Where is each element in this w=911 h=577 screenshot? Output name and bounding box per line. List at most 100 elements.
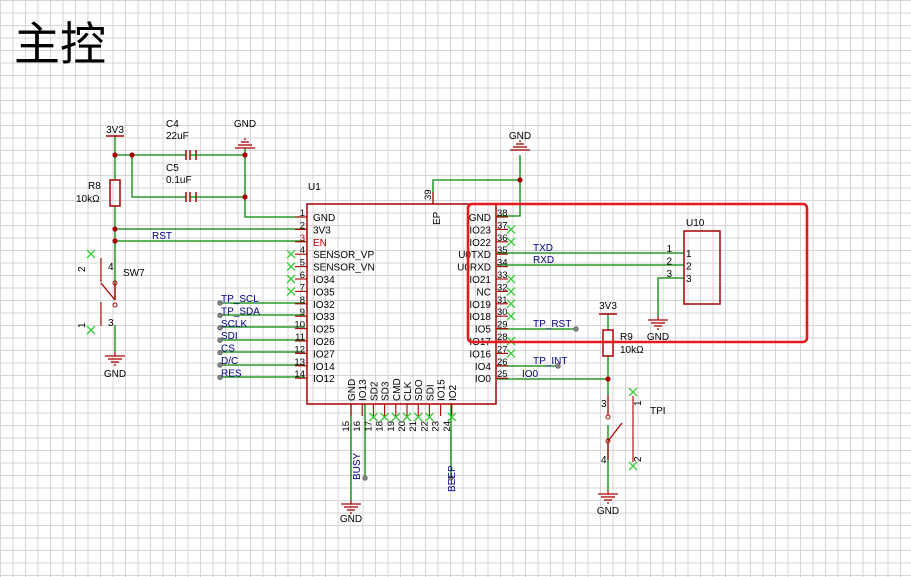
u1-pin-number: 11 [295, 332, 305, 343]
no-connect-mark [447, 412, 457, 422]
u1-pin-name: IO0 [475, 374, 492, 385]
u1-pin-name: IO33 [313, 312, 335, 323]
u1-pin-number: 28 [497, 332, 508, 343]
c4-ref: C4 [166, 119, 179, 130]
net-end-dot [217, 325, 223, 331]
u1-pin-name: 3V3 [313, 225, 331, 236]
u1-pin-number: 36 [497, 233, 508, 244]
u1-pin-number: 6 [300, 270, 305, 281]
u1-pin-number: 10 [294, 320, 305, 331]
u1-pin-number: 35 [497, 245, 508, 256]
tpi-pin-2: 2 [633, 456, 644, 462]
u1-pin-name: U0RXD [457, 263, 491, 274]
net-end-dot [217, 374, 223, 381]
u1-pin-number: 34 [497, 258, 508, 269]
u1-pin-name-ep: EP [432, 211, 443, 225]
net-label-cs: CS [221, 344, 235, 355]
highlight-box [466, 202, 809, 344]
u1-pin-number: 27 [497, 344, 508, 355]
u1-pin-name: U0TXD [458, 250, 491, 261]
junction-dot [112, 238, 118, 244]
net-label-busy: BUSY [352, 452, 363, 480]
net-end-dot [217, 337, 223, 343]
u1-pin-number: 38 [497, 208, 508, 219]
no-connect-mark [506, 237, 516, 247]
r9-ref: R9 [620, 332, 633, 343]
gnd-label-top: GND [509, 131, 531, 142]
u1-pin-number: 37 [497, 220, 508, 231]
no-connect-mark [413, 412, 423, 422]
u1-pin-name: SD2 [369, 381, 380, 401]
sw7-pin-2: 2 [77, 266, 88, 272]
u1-pin-number: 30 [497, 307, 508, 318]
net-label-tp-int: TP_INT [533, 356, 567, 367]
u1-pin-number: 24 [442, 421, 453, 432]
sw7-pin-4: 4 [108, 262, 114, 273]
u1-pin-number: 17 [363, 421, 374, 432]
u1-pin-name: NC [477, 287, 491, 298]
u1-pin-number: 2 [300, 220, 305, 231]
gnd-label-caps: GND [234, 119, 256, 130]
u1-ref: U1 [308, 182, 321, 193]
u1-pin-name: IO15 [437, 379, 448, 401]
net-end-dot [448, 475, 454, 481]
tpi-pin-1: 1 [633, 400, 644, 406]
u1-pin-name: IO2 [448, 384, 459, 401]
u1-pin-name: IO27 [313, 349, 335, 360]
u10-ref: U10 [686, 218, 705, 229]
page-title: 主控 [14, 17, 106, 71]
no-connect-mark [286, 274, 296, 284]
net-label-sdi: SDI [221, 331, 238, 342]
u1-pin-name: IO25 [313, 325, 335, 336]
u1-pin-number: 3 [300, 233, 305, 244]
u1-pin-number: 12 [294, 344, 305, 355]
net-label-txd: TXD [533, 243, 553, 254]
sw7-pin-1: 1 [77, 322, 88, 328]
u1-pin-name: SENSOR_VN [313, 263, 375, 274]
net-end-dot [217, 362, 223, 368]
c5-ref: C5 [166, 163, 179, 174]
u1-pin-number: 8 [300, 295, 305, 306]
net-label-res: RES [221, 368, 242, 379]
u1-pin-number: 20 [397, 421, 408, 432]
no-connect-mark [628, 461, 638, 471]
u1-pin-name: EN [313, 238, 327, 249]
u1-pin-name: CLK [403, 381, 414, 401]
tpi-ref: TPI [650, 406, 666, 417]
net-label-sclk: SCLK [221, 319, 247, 330]
r8-ref: R8 [88, 181, 101, 192]
net-label-rst: RST [152, 231, 172, 242]
sw7-pin-3: 3 [108, 318, 114, 329]
junction-dot [129, 152, 135, 158]
u1-pin-number: 18 [375, 421, 386, 432]
u1-pin-name: IO34 [313, 275, 335, 286]
r8-value: 10kΩ [76, 194, 100, 205]
sw7-ref: SW7 [123, 268, 145, 279]
vcc-label-r8: 3V3 [106, 125, 124, 136]
u1-pin-number: 23 [431, 421, 442, 432]
net-label-tp_sda: TP_SDA [221, 306, 260, 317]
tpi-pin-4: 4 [601, 455, 607, 466]
no-connect-mark [506, 286, 516, 296]
tpi-lever [607, 422, 623, 442]
u1-pin-name: CMD [392, 378, 403, 401]
u1-pin-number: 15 [341, 421, 352, 432]
u1-pin-number: 22 [419, 421, 430, 432]
u1-pin-name: IO21 [469, 275, 491, 286]
u10-pin-number: 2 [666, 257, 672, 268]
gnd-label-tpi: GND [597, 506, 619, 517]
net-end-dot [217, 349, 223, 356]
u1-pin-number: 21 [408, 421, 419, 432]
u1-pin-name: IO32 [313, 300, 335, 311]
u1-pin-number: 25 [497, 369, 508, 380]
u1-pin-number: 16 [352, 421, 363, 432]
u1-pin-number: 14 [294, 369, 305, 380]
u1-pin-name: IO4 [475, 362, 492, 373]
u1-pin-number: 4 [300, 245, 305, 256]
u1-pin-number-39: 39 [423, 189, 434, 200]
u1-pin-number: 32 [497, 282, 508, 293]
net-end-dot [573, 326, 579, 332]
no-connect-mark [380, 412, 390, 422]
junction-dot [517, 177, 523, 183]
no-connect-mark [86, 325, 96, 335]
